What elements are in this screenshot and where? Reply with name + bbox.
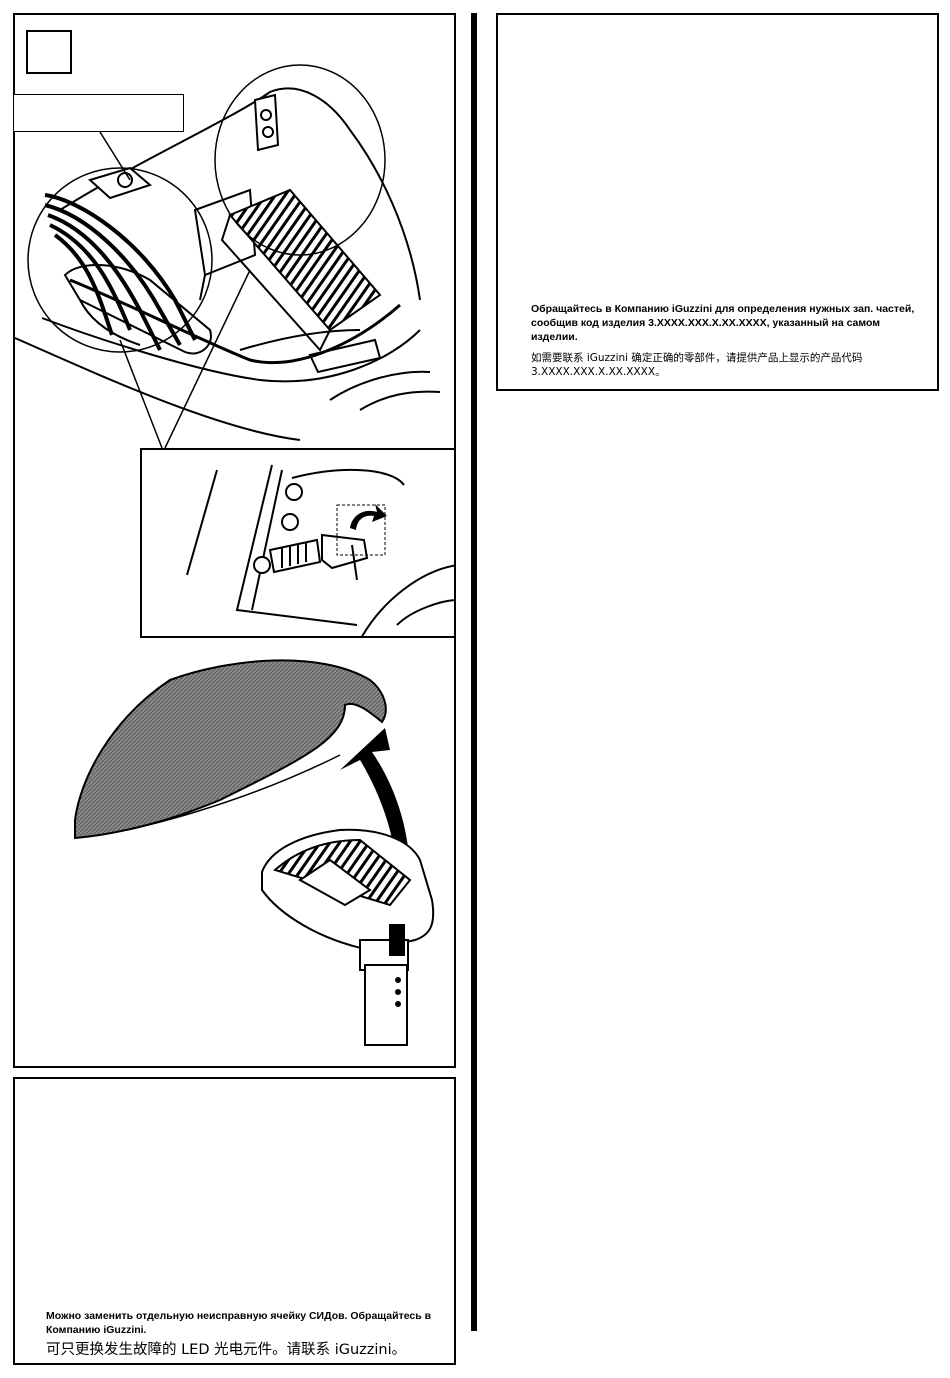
latch-detail-inset — [140, 448, 456, 638]
part-label-box — [13, 94, 184, 132]
hinge-bracket — [253, 93, 280, 152]
column-divider — [471, 13, 477, 1331]
leader-lines — [99, 131, 251, 449]
spring-latch-icon — [186, 464, 454, 636]
step-number-box — [26, 30, 72, 74]
tray — [63, 264, 212, 355]
luminaire-pole-icon — [261, 828, 435, 1046]
led-replacement-note-ru: Можно заменить отдельную неисправную яче… — [46, 1310, 432, 1336]
spare-parts-note-cn: 如需要联系 iGuzzini 确定正确的零部件，请提供产品上显示的产品代码 3.… — [531, 352, 863, 378]
led-module-icon — [220, 188, 382, 352]
housing-open-view — [14, 87, 441, 441]
led-replacement-note-panel — [13, 1077, 456, 1365]
spare-parts-note-ru: Обращайтесь в Компанию iGuzzini для опре… — [531, 303, 915, 343]
diffuser-cover — [74, 659, 387, 840]
spare-parts-panel — [496, 13, 939, 391]
wiring-harness-icon — [44, 193, 197, 351]
led-replacement-note-cn: 可只更换发生故障的 LED 光电元件。请联系 iGuzzini。 — [46, 1342, 407, 1358]
detail-circles — [27, 64, 386, 353]
terminal-block — [88, 166, 153, 200]
